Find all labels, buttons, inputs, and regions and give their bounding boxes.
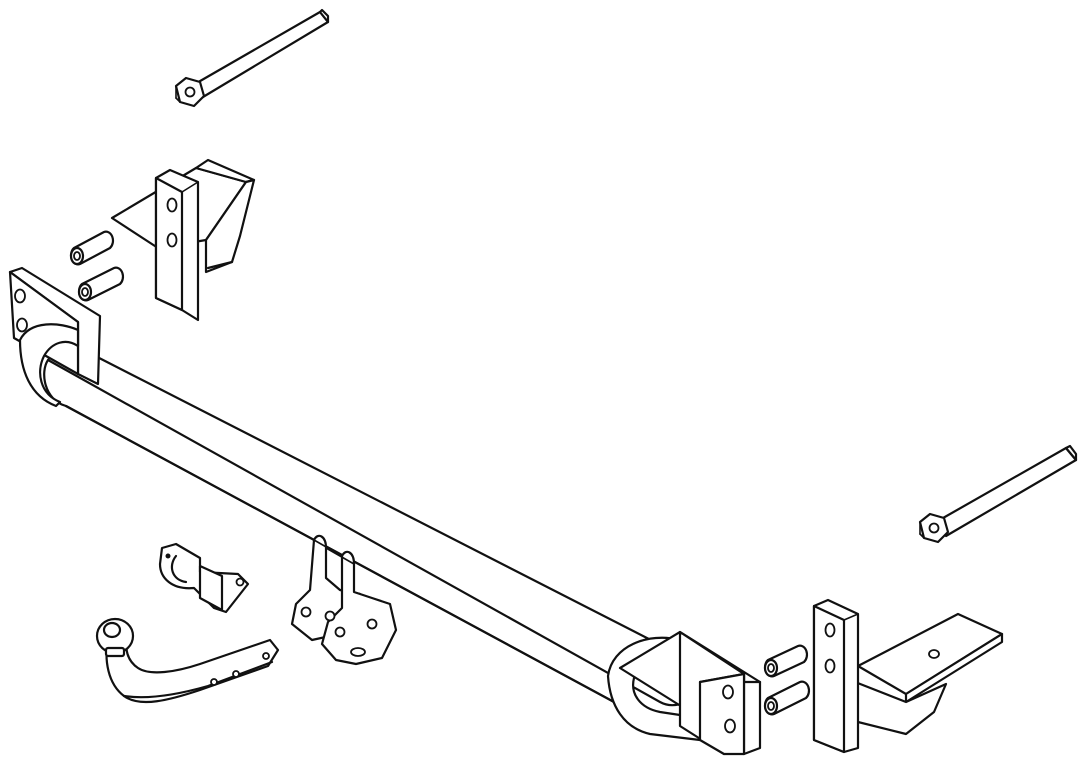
left-spacer-tubes xyxy=(69,230,125,302)
left-tie-rod-with-nut xyxy=(174,8,330,108)
electrical-socket-plate xyxy=(158,542,250,614)
right-chassis-bracket xyxy=(812,598,1004,754)
right-tie-rod-with-nut xyxy=(918,444,1078,544)
left-chassis-bracket xyxy=(110,158,256,322)
right-mounting-bracket xyxy=(606,630,762,756)
left-mounting-bracket xyxy=(8,266,102,408)
ball-receiver-brackets xyxy=(290,534,398,666)
tow-ball-neck xyxy=(95,617,280,704)
right-spacer-tubes xyxy=(763,644,811,716)
